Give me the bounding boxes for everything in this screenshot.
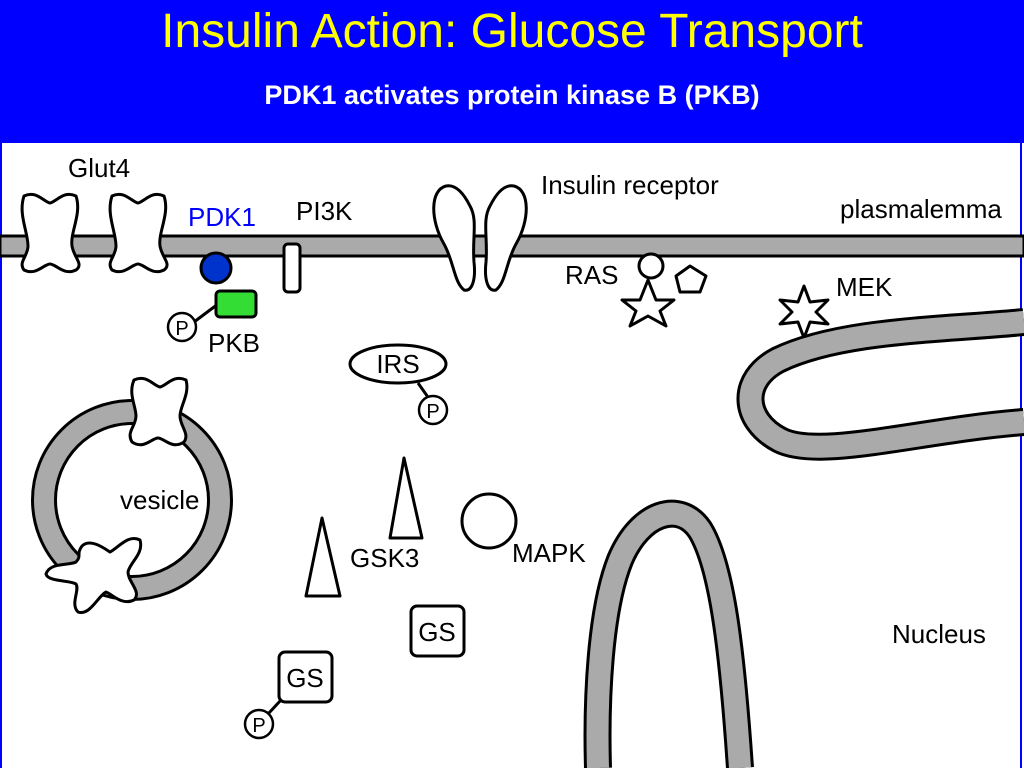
mek-label: MEK: [836, 272, 893, 302]
gs-active-protein: [409, 604, 466, 658]
pkb-phosphate-label: P: [175, 318, 188, 340]
nuclear-envelope-lower: [586, 502, 751, 768]
gsk3-label: GSK3: [350, 543, 419, 573]
plasmalemma-label: plasmalemma: [840, 194, 1002, 224]
vesicle-glut4-top: [128, 376, 189, 447]
gsk3-triangle: [304, 516, 342, 598]
diagram-frame: [0, 143, 1022, 768]
mapk-protein: [460, 492, 518, 550]
pi3k-label: PI3K: [296, 196, 353, 226]
pi3k-protein: [282, 242, 302, 294]
pkb-phosphate: [166, 311, 198, 343]
insulin-receptor: [432, 184, 528, 292]
gs-active-label: GS: [418, 617, 456, 647]
glut4-transporter: [20, 192, 81, 274]
glut4-transporter: [108, 192, 169, 274]
pdk1-protein: [199, 251, 233, 285]
pkb-protein: [214, 289, 258, 319]
ras-star: [620, 278, 676, 328]
gsk3-triangle: [388, 456, 424, 540]
insulin-receptor-label: Insulin receptor: [541, 170, 719, 200]
irs-protein: [348, 343, 448, 385]
nuclear-envelope-upper: [739, 311, 1024, 458]
irs-phosphate: [417, 394, 449, 426]
pdk1-label: PDK1: [188, 202, 256, 232]
ras-circle: [637, 252, 665, 280]
nucleus-label: Nucleus: [892, 619, 986, 649]
irs-label: IRS: [376, 349, 419, 379]
gs-phosphate: [243, 708, 275, 740]
slide-title: Insulin Action: Glucose Transport: [161, 5, 863, 58]
irs-phosphate-label: P: [426, 401, 439, 423]
gs-phosphorylated-label: GS: [286, 663, 324, 693]
slide-header: Insulin Action: Glucose Transport PDK1 a…: [0, 0, 1024, 143]
vesicle-glut4-bottom: [44, 537, 143, 614]
mapk-label: MAPK: [512, 538, 586, 568]
gs-phospho-bond: [266, 698, 283, 716]
ras-pentagon: [674, 264, 708, 294]
pkb-phospho-bond: [193, 302, 219, 324]
gs-phosphorylated-protein: [277, 650, 334, 704]
gs-phosphate-label: P: [252, 715, 265, 737]
slide-subtitle: PDK1 activates protein kinase B (PKB): [264, 80, 760, 110]
glut4-label: Glut4: [68, 153, 130, 183]
ras-label: RAS: [565, 260, 618, 290]
pkb-label: PKB: [208, 328, 260, 358]
vesicle-label: vesicle: [120, 485, 199, 515]
mek-star: [778, 284, 830, 340]
